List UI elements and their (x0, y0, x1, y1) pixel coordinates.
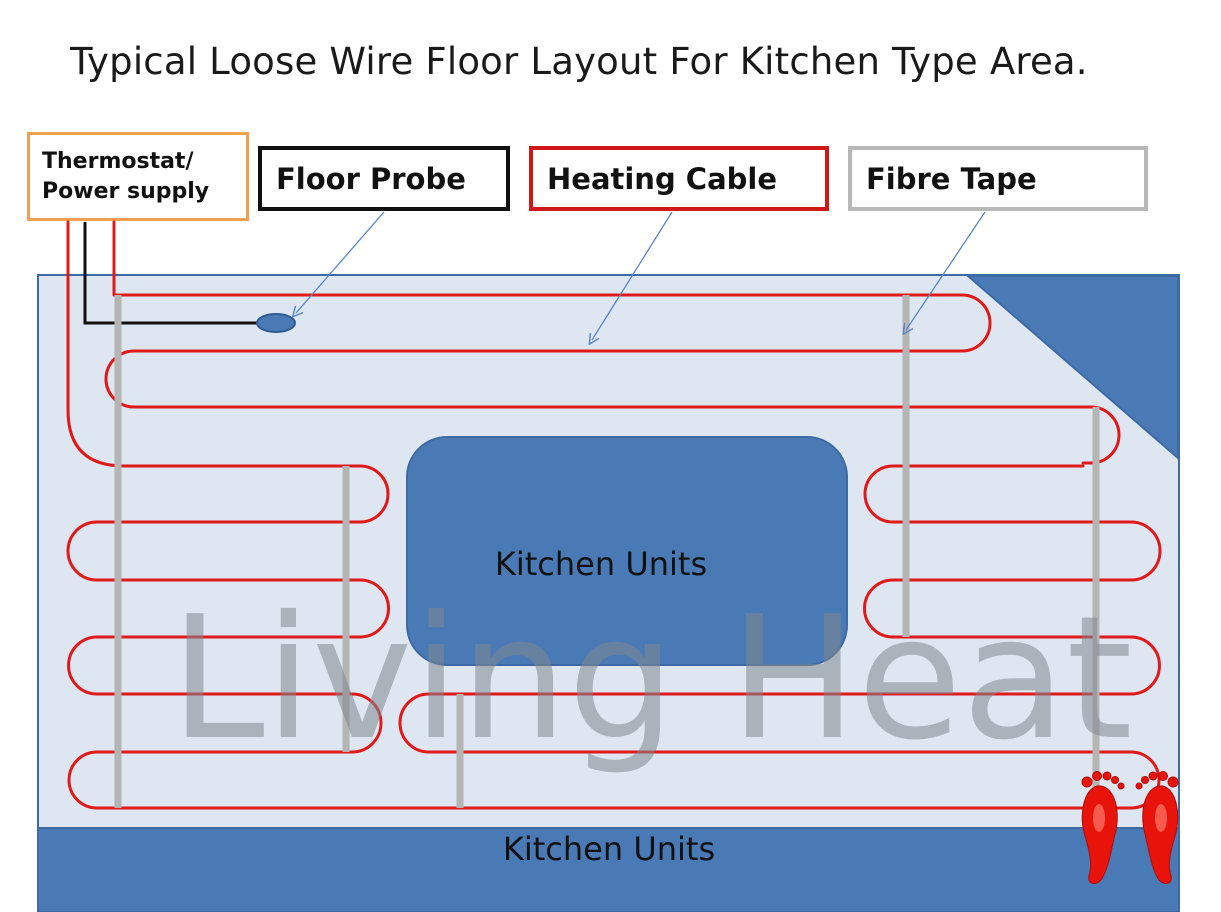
center-units-label: Kitchen Units (495, 545, 707, 583)
heating-cable-left-run (66, 220, 1162, 810)
watermark: Living Heat (170, 580, 1133, 778)
corner-obstacle (965, 275, 1179, 461)
bottom-kitchen-units (37, 827, 1180, 912)
thermostat-label-line1: Thermostat/ (42, 148, 194, 174)
fibre-tape-legend-box: Fibre Tape (848, 146, 1148, 211)
thermostat-label-line2: Power supply (42, 178, 210, 204)
probe-wire (83, 222, 258, 325)
fibre-tapes (114, 295, 1100, 808)
fibre-tape-label: Fibre Tape (866, 161, 1037, 196)
heating-cable-legend-box: Heating Cable (529, 146, 829, 211)
page-title: Typical Loose Wire Floor Layout For Kitc… (70, 40, 1088, 83)
legend-pointers (296, 211, 986, 340)
heating-cable (66, 220, 1162, 810)
fibre-tape-pointer (906, 211, 986, 330)
floor-probe-legend-box: Floor Probe (258, 146, 510, 211)
thermostat-legend-box: Thermostat/ Power supply (27, 132, 249, 221)
heating-cable-top-run (104, 220, 1121, 465)
floor-probe-pointer (296, 211, 385, 313)
center-kitchen-units (406, 436, 848, 666)
floor-probe-sensor (256, 313, 296, 333)
heating-cable-label: Heating Cable (547, 161, 778, 196)
bottom-units-label: Kitchen Units (503, 830, 715, 868)
floor-probe-label: Floor Probe (276, 161, 466, 196)
feet-logo-icon (1081, 771, 1179, 884)
heating-cable-pointer (592, 211, 673, 340)
